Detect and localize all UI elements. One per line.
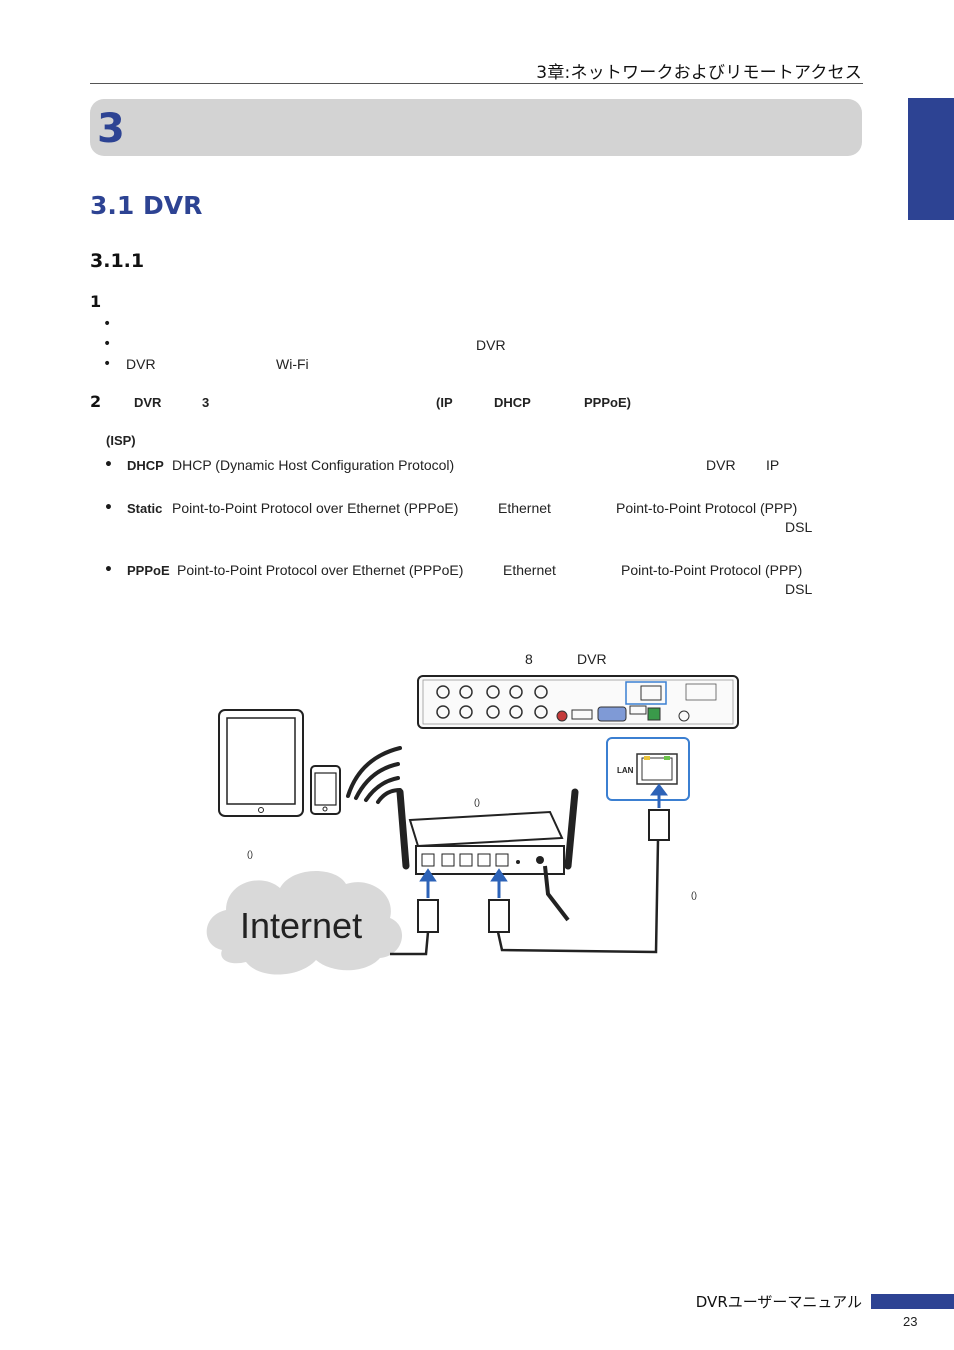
isp-label: (ISP) [106,433,136,448]
pppoe-text: Point-to-Point Protocol over Ethernet (P… [177,562,464,578]
static-text-dsl: DSL [785,519,813,535]
dhcp-text: DHCP (Dynamic Host Configuration Protoco… [172,457,455,473]
step1-bullet-2-text: DVR [476,337,506,353]
device-note: () [247,849,253,859]
phone-icon [310,765,341,815]
footer-accent-bar [871,1294,954,1309]
step2-part-3: 3 [202,395,210,410]
lan-label: LAN [617,766,634,775]
dvr-back-panel [417,675,739,729]
static-text-ethernet: Ethernet [498,500,551,516]
cable-note: () [691,890,697,900]
bullet-marker: • [104,500,113,516]
step-1-number: 1 [90,292,102,311]
section-title: 3.1 DVR [90,191,203,220]
static-text: Point-to-Point Protocol over Ethernet (P… [172,500,459,516]
lan-port-callout: LAN [606,737,690,801]
header-rule [90,83,863,84]
dhcp-label: DHCP [127,458,164,473]
dhcp-text-ip: IP [766,457,780,473]
network-diagram: LAN Internet [206,675,739,975]
dhcp-text-dvr: DVR [706,457,736,473]
router-note: () [474,797,480,807]
bullet-marker: • [104,457,113,473]
internet-cloud: Internet [206,870,403,975]
pppoe-label: PPPoE [127,563,170,578]
wifi-signal-icon [346,746,402,804]
step2-part-dhcp: DHCP [494,395,531,410]
subsection-title: 3.1.1 [90,250,145,272]
pppoe-text-ethernet: Ethernet [503,562,556,578]
diagram-caption-dvr: DVR [577,651,607,667]
page-number: 23 [903,1314,918,1329]
chapter-number: 3 [97,106,125,152]
footer-manual-title: DVRユーザーマニュアル [695,1293,862,1311]
pppoe-text-ppp: Point-to-Point Protocol (PPP) [621,562,803,578]
bullet-marker: • [104,562,113,578]
tablet-icon [218,709,304,817]
pppoe-text-dsl: DSL [785,581,813,597]
power-cord [543,865,570,922]
chapter-banner [90,99,862,156]
step1-bullet-3-text-a: DVR [126,356,156,372]
internet-label: Internet [240,905,362,946]
diagram-caption-number: 8 [525,651,533,667]
static-label: Static [127,501,163,516]
step2-part-dvr: DVR [134,395,162,410]
step2-part-pppoe: PPPoE) [584,395,631,410]
ethernet-connectors [417,809,670,933]
step1-bullet-3-text-b: Wi-Fi [276,356,309,372]
static-text-ppp: Point-to-Point Protocol (PPP) [616,500,798,516]
bullet-marker: • [103,336,112,352]
connection-arrows [419,783,668,898]
step2-part-ip: (IP [436,395,453,410]
chapter-side-tab [908,98,954,220]
bullet-marker: • [103,356,112,372]
step-2-number: 2 [90,392,102,411]
bullet-marker: • [103,316,112,332]
running-header: 3章:ネットワークおよびリモートアクセス [536,63,862,83]
ethernet-cables [390,839,660,956]
router-icon [396,788,579,875]
